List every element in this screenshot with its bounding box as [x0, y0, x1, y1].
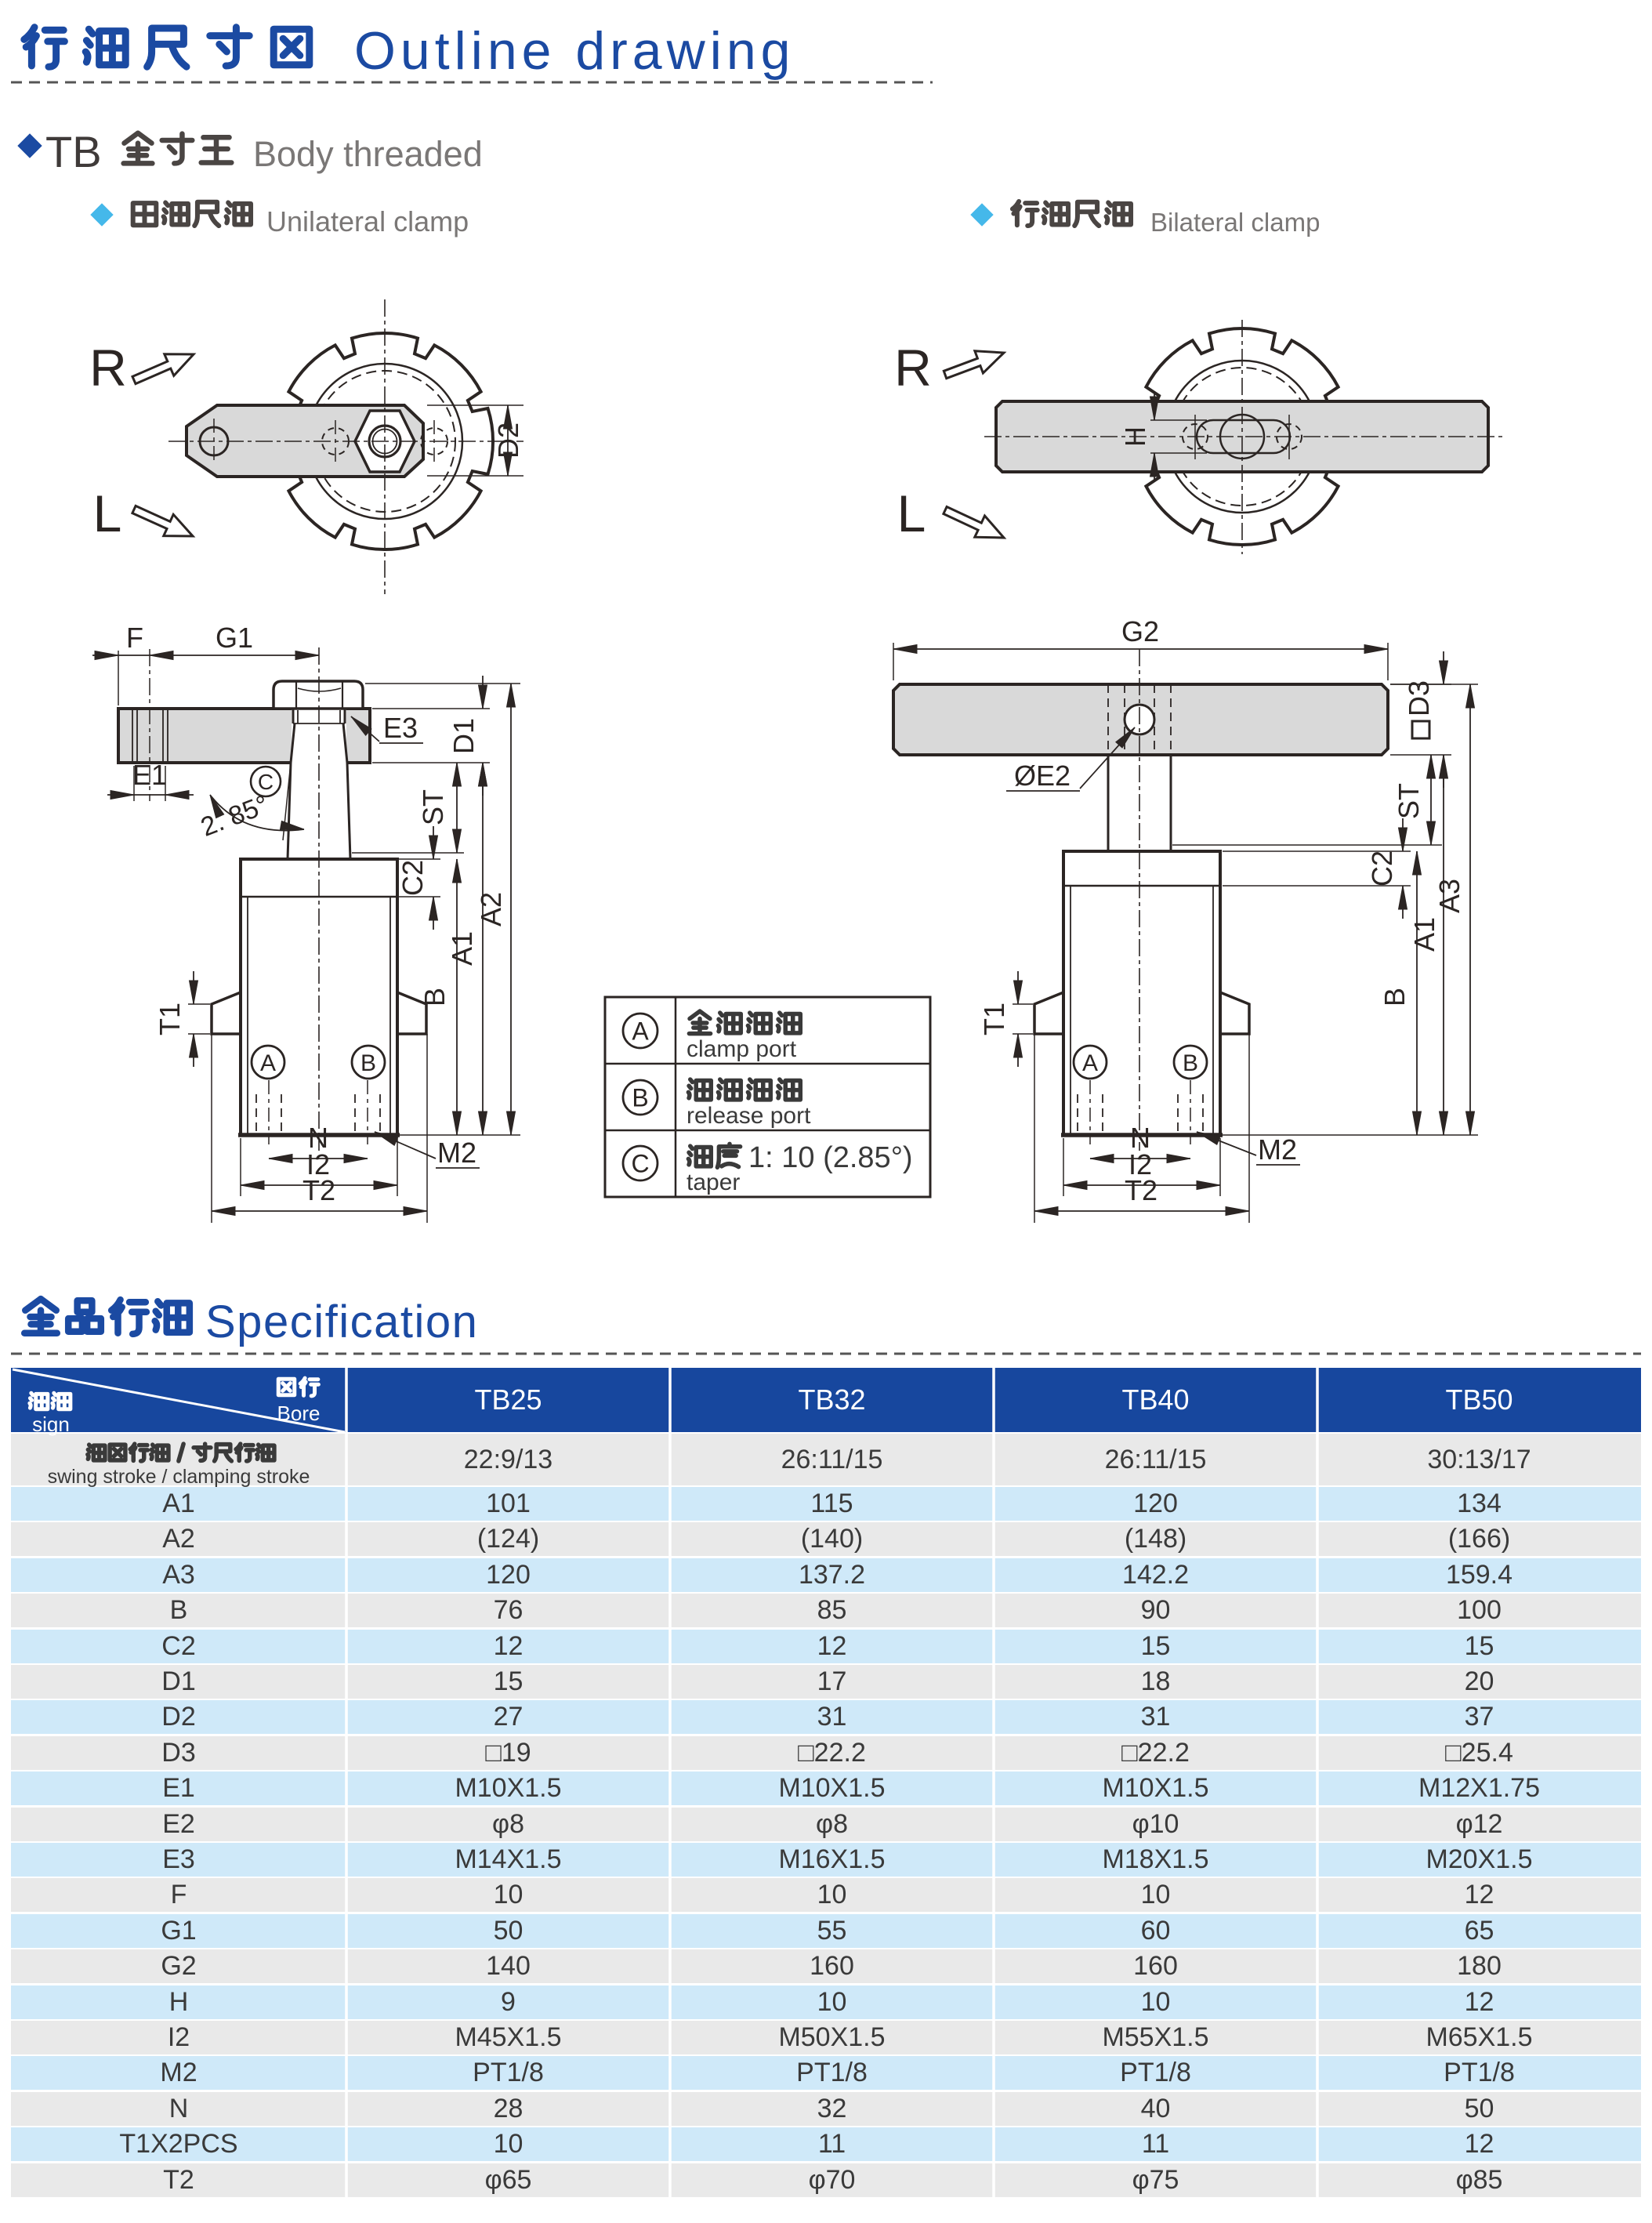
svg-text:I2: I2	[306, 1148, 330, 1180]
svg-text:Body threaded: Body threaded	[253, 134, 483, 174]
svg-text:B: B	[418, 988, 451, 1006]
svg-text:taper: taper	[687, 1170, 740, 1195]
svg-text:R: R	[894, 339, 932, 397]
svg-text:C: C	[258, 770, 274, 794]
svg-text:C2: C2	[1366, 850, 1398, 887]
svg-text:swing stroke / clamping stroke: swing stroke / clamping stroke	[48, 1466, 310, 1488]
svg-text:B: B	[1378, 988, 1411, 1006]
svg-text:T2: T2	[303, 1174, 335, 1206]
svg-text:L: L	[897, 484, 926, 542]
svg-text:M2: M2	[437, 1137, 476, 1169]
svg-text:E3: E3	[383, 712, 418, 744]
svg-text:A2: A2	[475, 892, 507, 927]
svg-text:sign: sign	[32, 1412, 70, 1436]
svg-text:L: L	[93, 484, 122, 542]
svg-text:R: R	[89, 339, 127, 397]
svg-text:2. 85°: 2. 85°	[197, 789, 273, 842]
svg-text:A: A	[1082, 1050, 1098, 1076]
svg-text:ST: ST	[417, 789, 449, 825]
svg-text:N: N	[1130, 1122, 1150, 1154]
svg-text:I2: I2	[1129, 1148, 1152, 1180]
svg-text:Outline drawing: Outline drawing	[354, 21, 795, 81]
svg-text:B: B	[1183, 1050, 1198, 1076]
svg-text:F: F	[126, 622, 143, 654]
svg-text:B: B	[360, 1050, 376, 1076]
svg-text:Unilateral clamp: Unilateral clamp	[266, 205, 469, 238]
svg-text:A: A	[260, 1050, 276, 1076]
svg-text:D1: D1	[447, 718, 480, 754]
svg-text:Bore: Bore	[277, 1402, 321, 1425]
svg-text:A1: A1	[1408, 917, 1440, 952]
svg-text:A1: A1	[446, 931, 478, 966]
svg-text:Bilateral clamp: Bilateral clamp	[1150, 208, 1320, 237]
svg-text:TB: TB	[45, 127, 102, 176]
svg-text:release port: release port	[687, 1103, 811, 1129]
svg-text:M2: M2	[1258, 1133, 1297, 1166]
svg-text:T1: T1	[978, 1003, 1010, 1035]
svg-text:D3: D3	[1403, 680, 1435, 716]
svg-text:Specification: Specification	[205, 1296, 478, 1347]
svg-text:1: 10 (2.85°): 1: 10 (2.85°)	[748, 1141, 913, 1174]
svg-text:ST: ST	[1393, 783, 1425, 819]
svg-text:A3: A3	[1433, 879, 1465, 913]
svg-text:A: A	[632, 1017, 649, 1046]
svg-text:clamp port: clamp port	[687, 1036, 797, 1062]
svg-text:G1: G1	[216, 622, 253, 654]
svg-text:H: H	[1119, 426, 1151, 447]
svg-text:B: B	[632, 1084, 648, 1112]
svg-text:C: C	[631, 1150, 649, 1178]
svg-text:T2: T2	[1125, 1174, 1157, 1206]
svg-text:ØE2: ØE2	[1014, 760, 1071, 792]
svg-text:N: N	[308, 1122, 328, 1154]
svg-text:G2: G2	[1121, 615, 1159, 647]
svg-text:D2: D2	[492, 422, 524, 459]
svg-text:C2: C2	[397, 860, 429, 896]
svg-text:E1: E1	[132, 759, 167, 791]
svg-text:T1: T1	[154, 1003, 186, 1035]
